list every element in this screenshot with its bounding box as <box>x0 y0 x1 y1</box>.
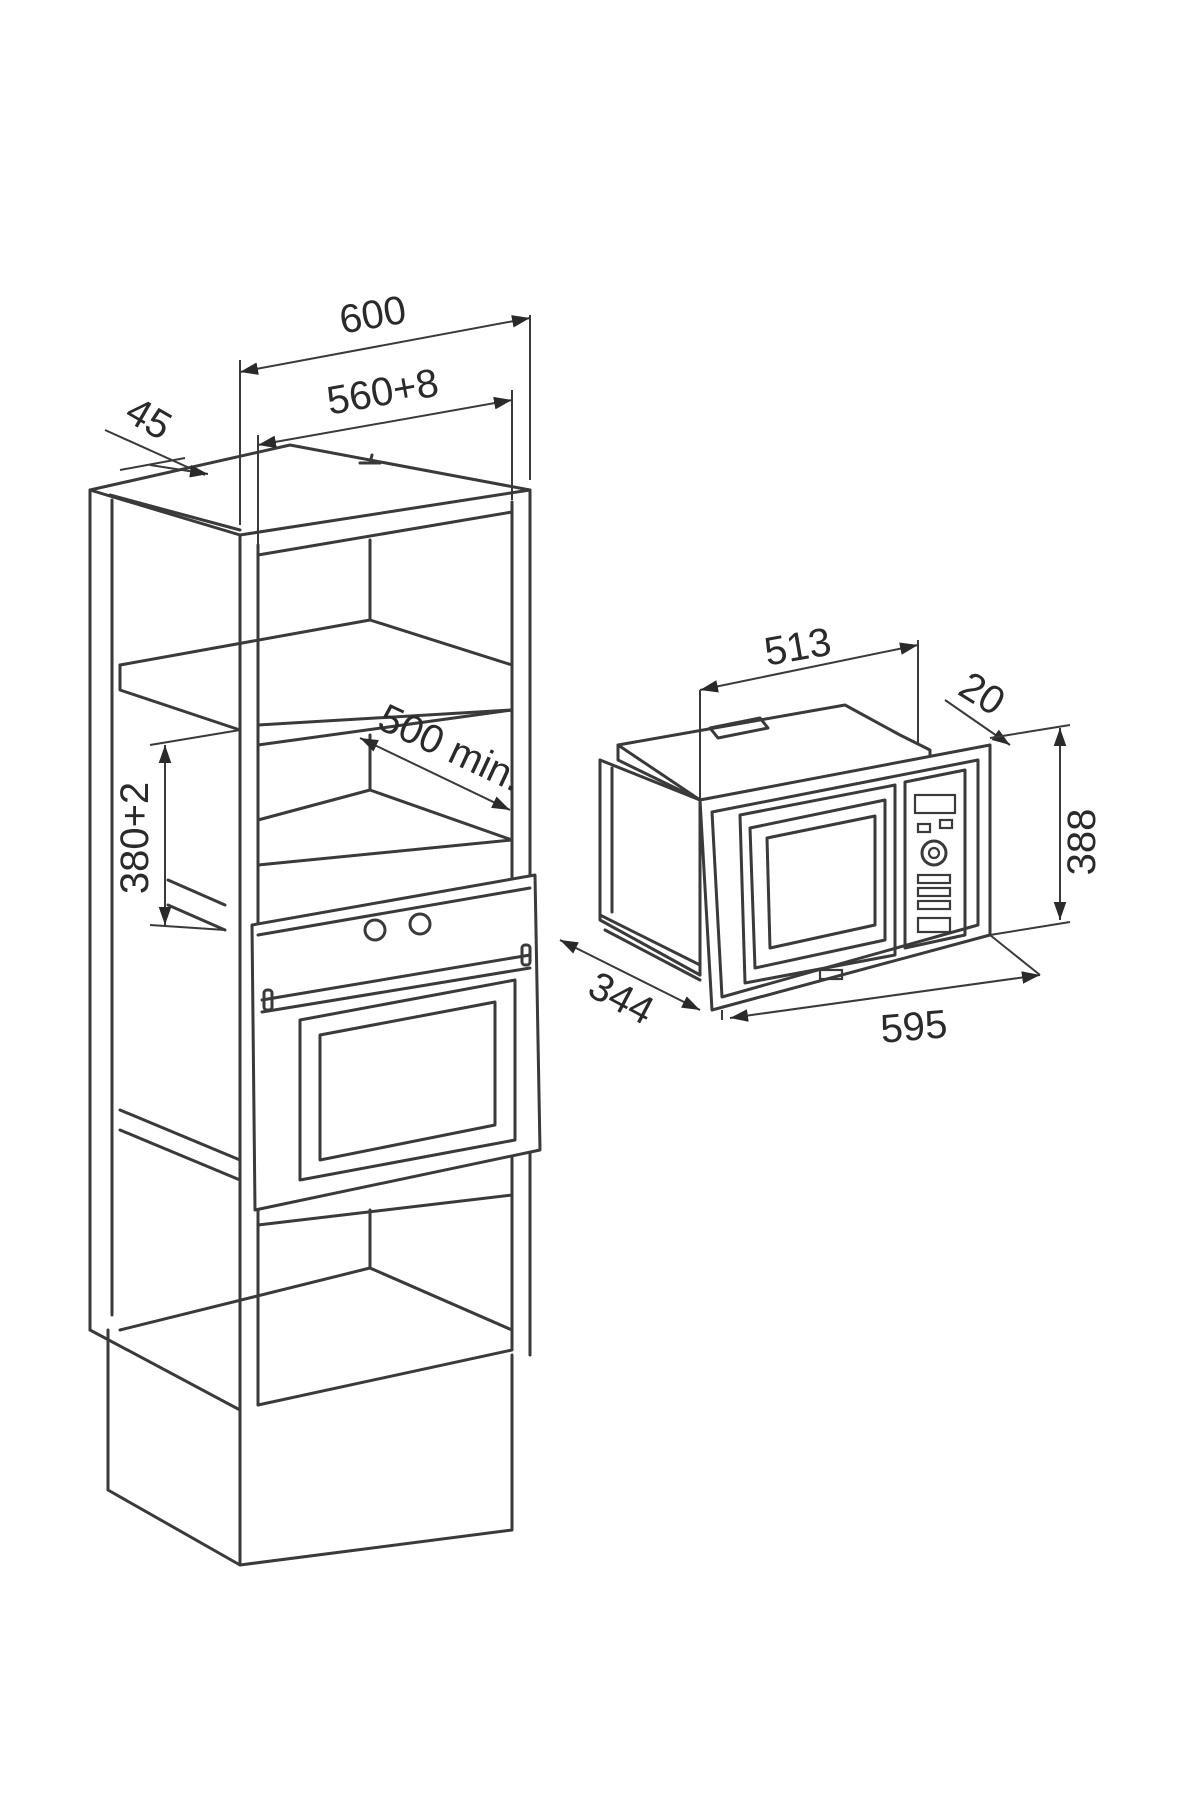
dim-label-380-2: 380+2 <box>113 782 157 894</box>
dim-label-560-8: 560+8 <box>324 361 442 424</box>
built-in-microwave <box>598 703 992 1012</box>
dim-label-344: 344 <box>581 963 661 1033</box>
dim-label-513: 513 <box>761 620 834 675</box>
dim-label-20: 20 <box>951 664 1012 725</box>
tall-cabinet <box>88 443 532 1567</box>
built-in-oven <box>250 873 542 1212</box>
dim-label-388: 388 <box>1060 809 1104 876</box>
dimension-lines <box>104 315 1071 1022</box>
dim-label-600: 600 <box>336 288 409 343</box>
dim-label-595: 595 <box>879 1002 949 1052</box>
